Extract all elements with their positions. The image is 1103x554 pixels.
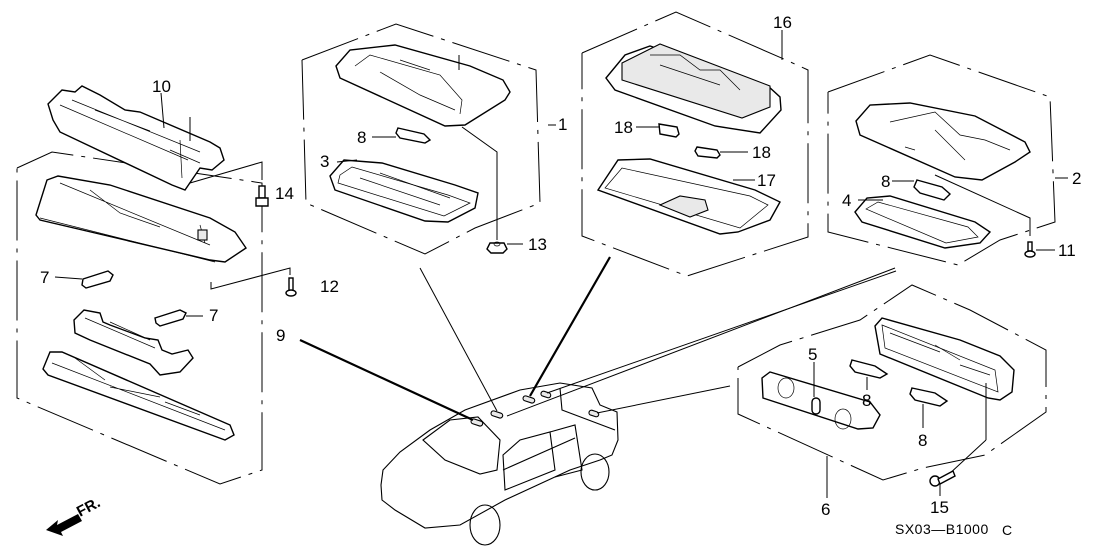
part-15-screw[interactable] — [929, 470, 956, 496]
callout-15: 15 — [930, 498, 949, 517]
callout-8-group2: 8 — [881, 172, 890, 191]
front-arrow-icon — [46, 514, 82, 536]
drawing-code: SX03—B1000 — [895, 521, 989, 537]
callout-13: 13 — [528, 235, 547, 254]
callout-18-right: 18 — [752, 143, 771, 162]
callout-8-group1: 8 — [357, 128, 366, 147]
group-2-frame — [827, 54, 1056, 266]
part-bracket[interactable] — [73, 309, 194, 376]
callout-8-group6-lower: 8 — [918, 431, 927, 450]
part-14-bolt[interactable] — [255, 185, 269, 207]
callout-17: 17 — [757, 171, 776, 190]
part-8-bulb-group6-lower[interactable] — [909, 387, 949, 428]
callout-10: 10 — [152, 77, 171, 96]
group-6-frame — [737, 284, 1047, 481]
callout-18-left: 18 — [614, 118, 633, 137]
callout-4: 4 — [842, 191, 851, 210]
part-1-housing[interactable] — [335, 44, 511, 240]
part-6-housing[interactable] — [874, 317, 1015, 477]
callout-11: 11 — [1058, 241, 1076, 260]
callout-6: 6 — [821, 500, 830, 519]
part-5-lens-panel[interactable] — [761, 362, 881, 430]
callout-12: 12 — [320, 277, 339, 296]
drawing-revision: C — [1002, 522, 1013, 538]
group-16-frame — [581, 11, 809, 277]
vehicle-outline — [380, 382, 619, 546]
callout-16: 16 — [773, 13, 792, 32]
part-2-housing[interactable] — [855, 102, 1031, 236]
part-16-housing[interactable] — [605, 43, 782, 134]
part-8-bulb-group6-upper[interactable] — [849, 359, 889, 390]
callout-5: 5 — [808, 345, 817, 364]
part-7-bulb-upper[interactable] — [54, 270, 114, 289]
part-9-lamp-base[interactable] — [35, 175, 291, 290]
part-12-screw[interactable] — [285, 277, 297, 297]
part-lens-long[interactable] — [42, 351, 235, 441]
part-8-bulb-group1[interactable] — [372, 127, 432, 144]
part-3-lens[interactable] — [329, 159, 479, 223]
vehicle-light-markers — [470, 390, 600, 427]
callout-14: 14 — [275, 184, 294, 203]
front-direction-indicator: FR. — [46, 494, 103, 536]
part-11-screw[interactable] — [1024, 241, 1055, 258]
part-18-bulb-left[interactable] — [636, 123, 680, 138]
part-17-lens[interactable] — [596, 158, 781, 235]
location-leader-lines — [299, 256, 897, 421]
part-18-bulb-right[interactable] — [694, 146, 748, 159]
callout-2: 2 — [1072, 169, 1081, 188]
callout-7-upper: 7 — [40, 268, 49, 287]
group-1-frame — [301, 23, 541, 255]
group-9-frame — [16, 151, 263, 485]
callout-7-lower: 7 — [209, 306, 218, 325]
part-8-bulb-group2[interactable] — [892, 179, 952, 201]
part-13-nut[interactable] — [486, 241, 523, 254]
part-10-upper-housing[interactable] — [47, 85, 263, 191]
part-7-bulb-lower[interactable] — [154, 309, 203, 327]
callout-1: 1 — [558, 115, 567, 134]
callout-3: 3 — [320, 152, 329, 171]
callout-9: 9 — [276, 326, 285, 345]
part-4-lens[interactable] — [854, 195, 992, 249]
callout-8-group6-upper: 8 — [862, 391, 871, 410]
